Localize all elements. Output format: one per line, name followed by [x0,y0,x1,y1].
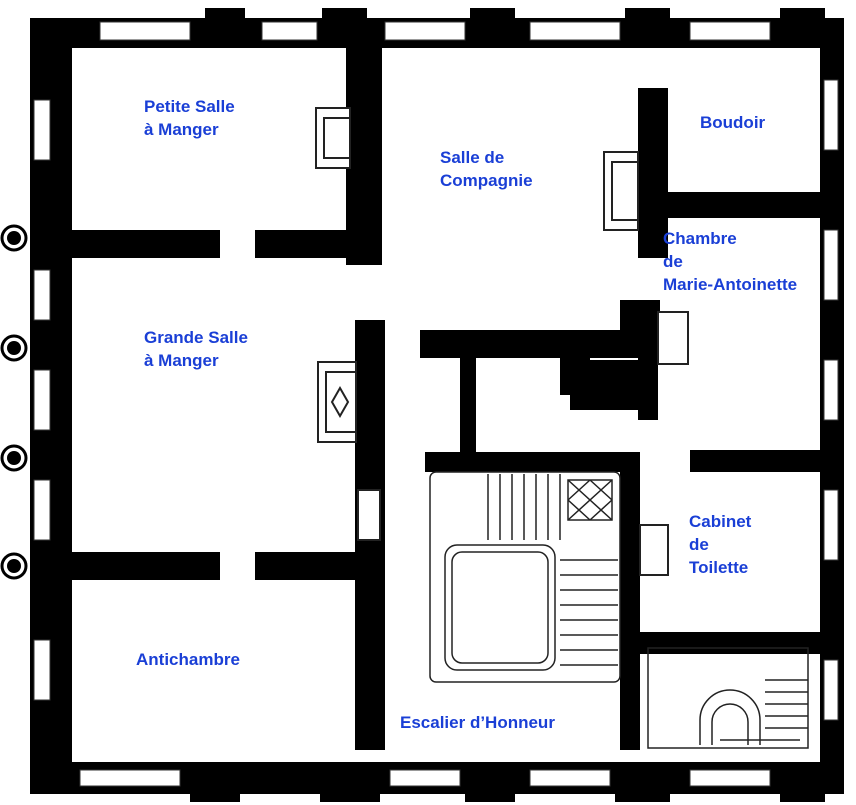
fireplace-grande-diamond [330,385,350,419]
wall-cabinet-top [690,450,825,472]
room-label-boudoir: Boudoir [700,113,766,132]
pier-bottom-5 [780,762,825,802]
window-top-4 [529,21,621,41]
wall-boudoir-west [638,88,668,258]
windows [33,21,839,787]
wall-stair-top [425,452,640,472]
column-3-core [7,451,21,465]
service-stair-spiral [699,689,761,745]
column-2-core [7,341,21,355]
window-bottom-4 [689,769,771,787]
pier-top-4 [625,8,670,48]
room-label-salle-compagnie: Salle de Compagnie [440,148,533,190]
window-right-5 [823,659,839,721]
window-left-3 [33,369,51,431]
room-label-chambre: Chambre de Marie-Antoinette [663,229,798,294]
room-label-petite-salle: Petite Salle à Manger [144,97,235,139]
window-left-5 [33,639,51,701]
window-right-1 [823,79,839,151]
wall-block-4 [620,300,660,340]
window-bottom-3 [529,769,611,787]
wall-between-petite-compagnie [346,40,382,265]
stair-outer [429,471,621,683]
grand-staircase [429,471,621,683]
window-top-3 [384,21,466,41]
room-label-escalier: Escalier d’Honneur [400,713,555,732]
stair-landing-hatch [567,479,613,521]
fireplace-cabinet [639,524,669,576]
wall-cabinet-bottom [640,632,825,654]
fireplace-petite-inner [323,117,351,159]
room-label-cabinet: Cabinet de Toilette [689,512,752,577]
pier-top-3 [470,8,515,48]
fireplace-grande-lower [357,489,381,541]
window-bottom-2 [389,769,461,787]
window-bottom-1 [79,769,181,787]
pier-top-2 [322,8,367,48]
window-top-5 [689,21,771,41]
pier-bottom-2 [320,762,380,802]
fireplace-chambre [657,311,689,365]
pier-bottom-4 [615,762,670,802]
wall-boudoir-bottom [660,192,825,218]
wall-block-1 [460,355,476,455]
window-right-4 [823,489,839,561]
column-4-core [7,559,21,573]
service-stair-box [647,647,809,749]
stair-steps-right [560,559,618,666]
service-stair-steps [720,679,808,741]
stair-steps-top [487,474,561,540]
window-left-1 [33,99,51,161]
pier-bottom-1 [190,762,240,802]
window-left-4 [33,479,51,541]
window-left-2 [33,269,51,321]
room-label-antichambre: Antichambre [136,650,240,669]
service-staircase [647,647,809,749]
window-top-1 [99,21,191,41]
wall-cabinet-west [620,460,640,750]
fireplace-grande-inner [325,371,357,433]
fireplaces [315,107,689,576]
wall-petite-bottom-2 [255,230,370,258]
wall-block-3 [570,360,640,410]
window-top-2 [261,21,318,41]
pier-top-5 [780,8,825,48]
wall-grande-bottom-2 [255,552,365,580]
fireplace-compagnie-inner [611,161,639,221]
wall-petite-bottom [70,230,220,258]
column-1-core [7,231,21,245]
stair-well-inner [451,551,549,664]
left-columns [0,224,28,580]
wall-grande-bottom [70,552,220,580]
floor-area [30,20,840,790]
window-right-3 [823,359,839,421]
stair-well [444,544,556,671]
pier-top-1 [205,8,245,48]
window-right-2 [823,229,839,301]
room-label-grande-salle: Grande Salle à Manger [144,328,248,370]
pier-bottom-3 [465,762,515,802]
